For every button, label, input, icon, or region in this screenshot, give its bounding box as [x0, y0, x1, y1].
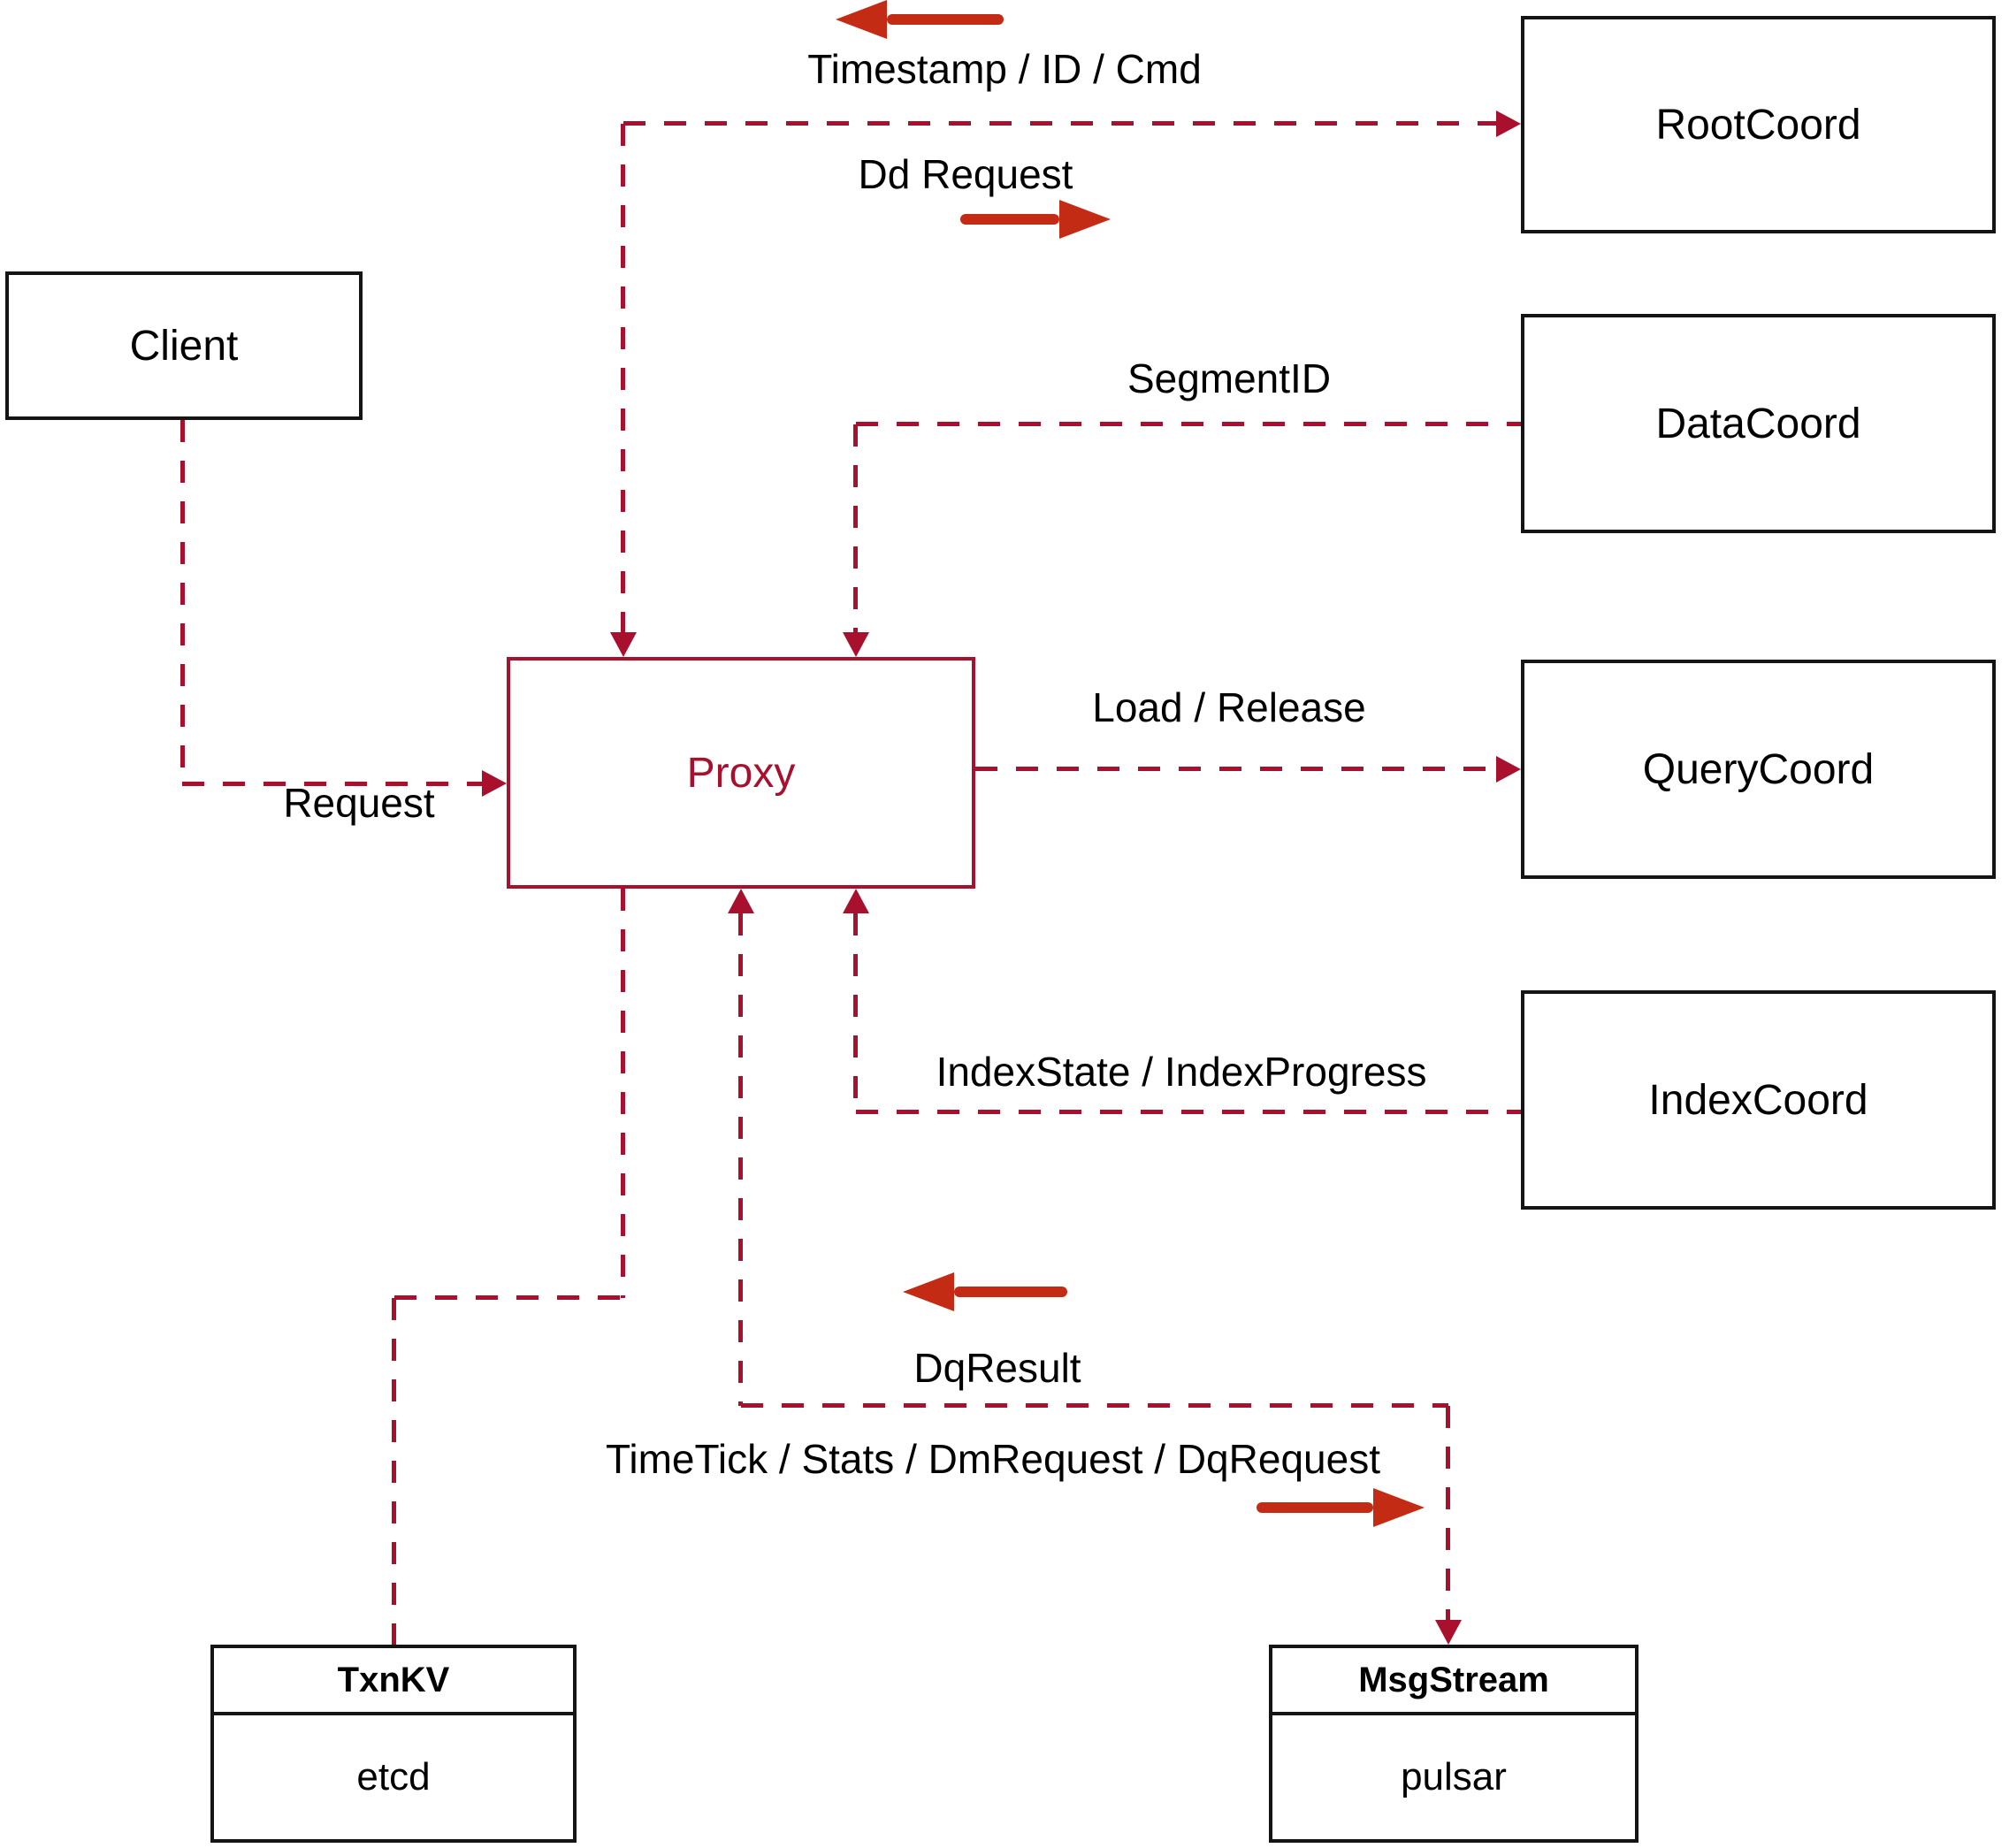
arrowhead-into-proxy-top-right-icon	[843, 632, 869, 657]
node-txnkv-title: TxnKV	[214, 1648, 573, 1715]
node-proxy-label: Proxy	[686, 749, 796, 797]
edge-datacoord-proxy-horizontal	[856, 422, 1521, 426]
arrowhead-into-querycoord-icon	[1496, 756, 1521, 783]
node-txnkv: TxnKV etcd	[210, 1645, 577, 1843]
edge-label-load-release: Load / Release	[1092, 684, 1366, 730]
edge-datacoord-proxy-vertical	[853, 424, 858, 632]
edge-label-timetick-stats-dmrequest-dqrequest: TimeTick / Stats / DmRequest / DqRequest	[606, 1436, 1380, 1482]
edge-label-request: Request	[283, 780, 435, 826]
node-querycoord: QueryCoord	[1521, 660, 1996, 879]
edge-label-dd-request: Dd Request	[858, 151, 1073, 197]
arrow-shaft	[954, 1287, 1067, 1297]
direction-arrow-left-dqresult-icon	[903, 1272, 1067, 1311]
node-indexcoord: IndexCoord	[1521, 990, 1996, 1210]
edge-client-proxy-horizontal	[182, 782, 483, 786]
node-client: Client	[5, 271, 363, 420]
edge-label-timestamp-id-cmd: Timestamp / ID / Cmd	[807, 46, 1202, 92]
node-proxy: Proxy	[507, 657, 975, 889]
edge-label-index-state-progress: IndexState / IndexProgress	[936, 1049, 1427, 1095]
node-txnkv-body: etcd	[356, 1755, 431, 1798]
edge-proxy-msgstream-vertical-2	[1446, 1406, 1450, 1620]
arrowhead-into-proxy-top-left-icon	[610, 632, 637, 657]
arrowhead-into-proxy-bottom-left-icon	[728, 889, 754, 913]
arrow-head	[903, 1272, 954, 1311]
node-msgstream: MsgStream pulsar	[1269, 1645, 1639, 1843]
node-datacoord: DataCoord	[1521, 314, 1996, 533]
edge-label-dq-result: DqResult	[913, 1345, 1081, 1391]
edge-proxy-msgstream-horizontal	[741, 1403, 1448, 1408]
edge-indexcoord-proxy-horizontal	[856, 1110, 1521, 1114]
edge-indexcoord-proxy-vertical	[853, 913, 858, 1110]
edge-proxy-rootcoord-vertical	[621, 124, 625, 634]
node-querycoord-label: QueryCoord	[1642, 745, 1875, 793]
arrowhead-into-proxy-left-icon	[482, 770, 507, 797]
arrow-head	[1373, 1488, 1425, 1527]
arrow-shaft	[887, 14, 1004, 25]
edge-proxy-txnkv-horizontal	[394, 1295, 623, 1300]
direction-arrow-right-timetick-icon	[1257, 1488, 1425, 1527]
edge-proxy-querycoord-horizontal	[975, 767, 1496, 771]
arrow-head	[1059, 200, 1111, 239]
direction-arrow-right-dd-request-icon	[960, 200, 1111, 239]
arrow-head	[836, 0, 887, 39]
edge-label-segment-id: SegmentID	[1127, 355, 1332, 401]
node-indexcoord-label: IndexCoord	[1648, 1076, 1868, 1124]
node-msgstream-title: MsgStream	[1272, 1648, 1635, 1715]
arrowhead-into-proxy-bottom-right-icon	[843, 889, 869, 913]
node-datacoord-label: DataCoord	[1655, 400, 1861, 447]
arrowhead-into-rootcoord-icon	[1496, 111, 1521, 137]
arrow-shaft	[1257, 1502, 1373, 1513]
arrowhead-into-msgstream-icon	[1435, 1620, 1462, 1645]
edge-proxy-txnkv-vertical-2	[392, 1298, 396, 1645]
node-rootcoord: RootCoord	[1521, 16, 1996, 233]
edge-proxy-txnkv-vertical-1	[621, 889, 625, 1298]
edge-proxy-msgstream-vertical-1	[738, 913, 743, 1406]
edge-client-proxy-vertical	[180, 420, 185, 783]
node-client-label: Client	[129, 322, 239, 370]
node-rootcoord-label: RootCoord	[1655, 101, 1861, 149]
direction-arrow-left-timestamp-icon	[836, 0, 1004, 39]
arrow-shaft	[960, 214, 1059, 225]
edge-proxy-rootcoord-horizontal	[623, 121, 1496, 126]
node-msgstream-body: pulsar	[1401, 1755, 1507, 1798]
